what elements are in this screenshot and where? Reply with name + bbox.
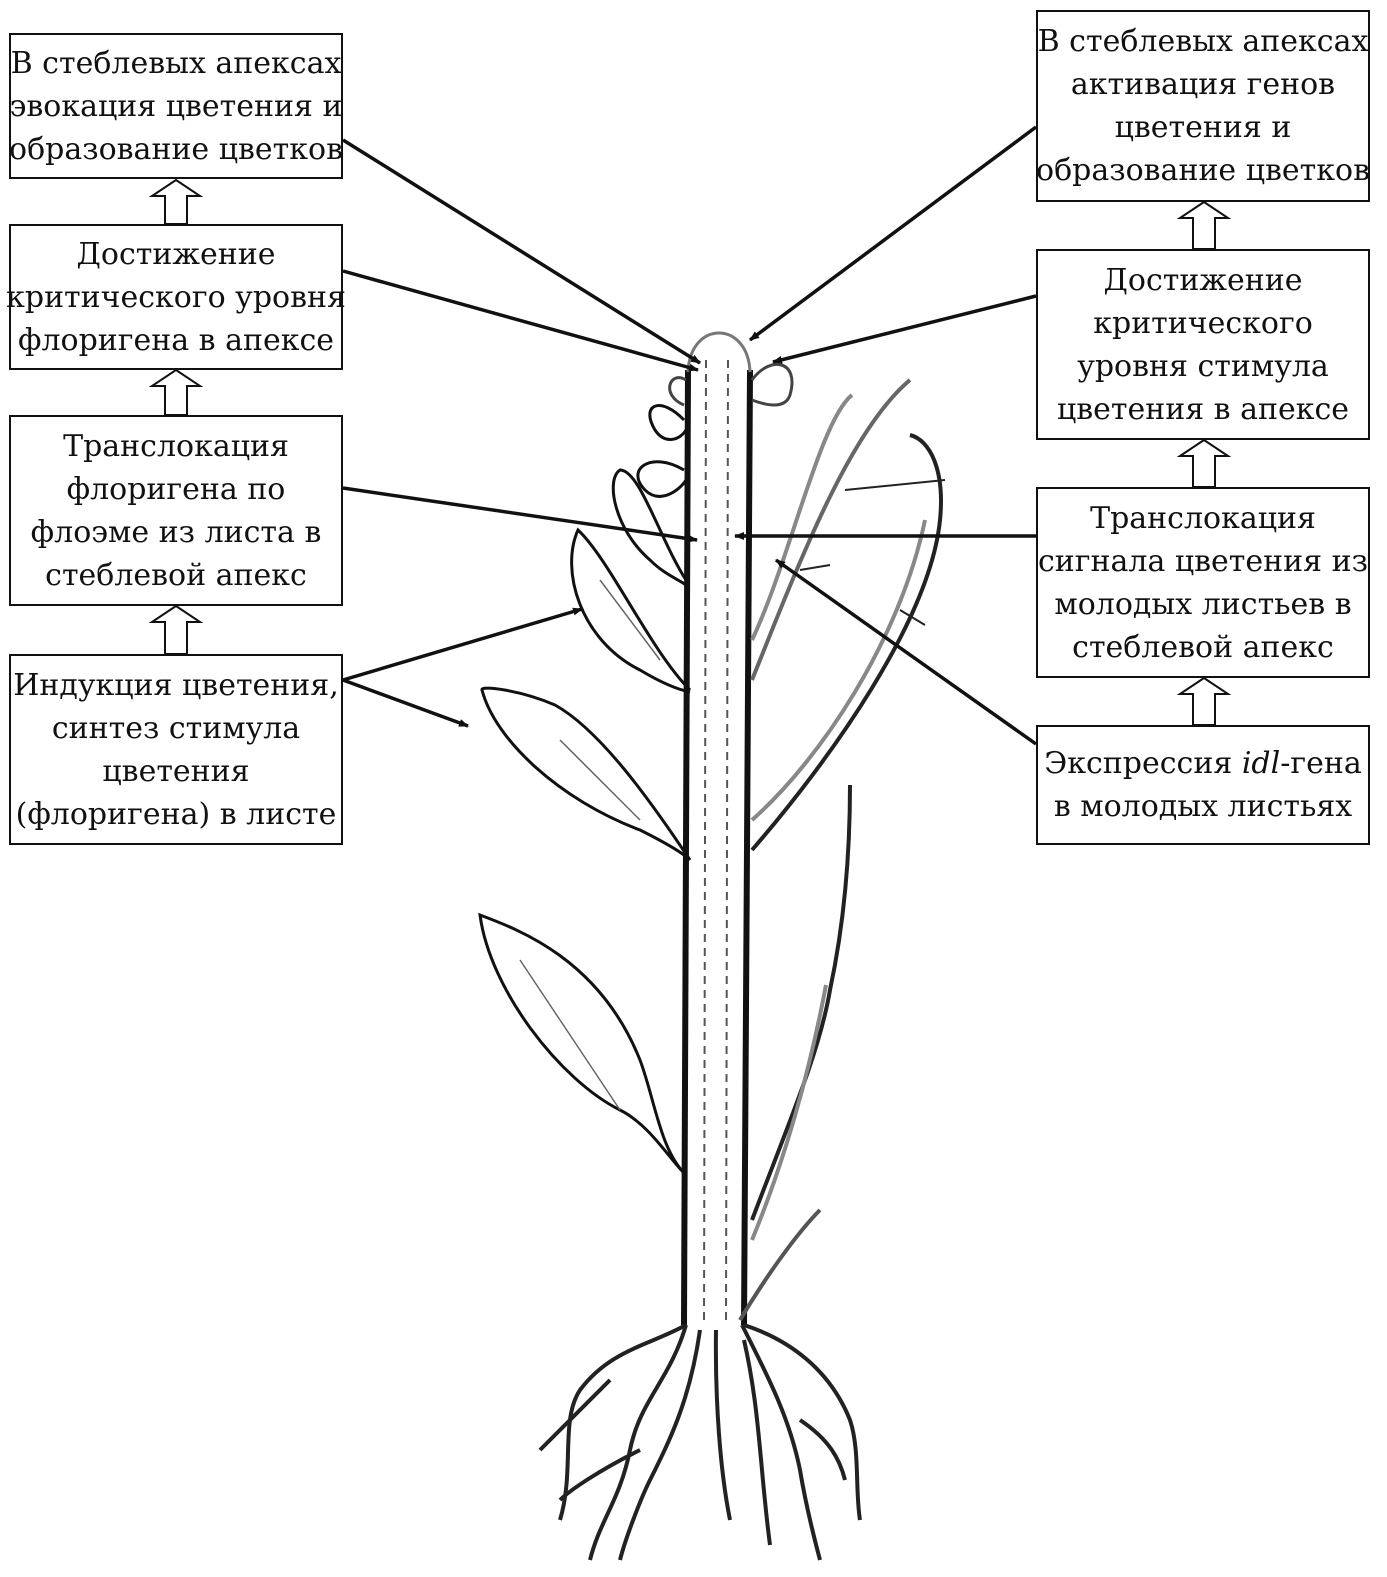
text-line: В стеблевых апексах (1038, 20, 1369, 63)
left-leaves (480, 406, 690, 1175)
right-box-gene-activation: В стеблевых апексах активация генов цвет… (1036, 10, 1370, 202)
text-line: цветения в апексе (1057, 388, 1349, 431)
right-leaves (740, 380, 945, 1320)
text-line: эвокация цветения и (10, 85, 343, 128)
text-line: стеблевой апекс (45, 554, 307, 597)
text-line: Транслокация (1090, 497, 1316, 540)
text-line: Достижение (77, 233, 276, 276)
text-line: флоригена в апексе (18, 319, 334, 362)
text-fragment: Экспрессия (1044, 746, 1242, 781)
text-line: Достижение (1104, 259, 1303, 302)
left-box-critical-level: Достижение критического уровня флоригена… (9, 224, 343, 370)
right-box-idl-expression: Экспрессия idl-гена в молодых листьях (1036, 725, 1370, 845)
text-line: синтез стимула (52, 707, 300, 750)
text-line: Индукция цветения, (13, 664, 339, 707)
text-line: молодых листьев в (1054, 583, 1351, 626)
text-line: цветения (102, 750, 249, 793)
gene-name: idl (1242, 746, 1280, 781)
text-line: Транслокация (63, 425, 289, 468)
text-line: сигнала цветения из (1038, 540, 1368, 583)
text-line: В стеблевых апексах (11, 42, 342, 85)
text-line: активация генов (1071, 63, 1335, 106)
text-line: стеблевой апекс (1072, 626, 1334, 669)
text-line: флоригена по (67, 468, 286, 511)
left-box-translocation: Транслокация флоригена по флоэме из лист… (9, 415, 343, 606)
text-line: Экспрессия idl-гена (1044, 742, 1361, 785)
right-box-critical-level: Достижение критического уровня стимула ц… (1036, 249, 1370, 440)
text-line: (флоригена) в листе (16, 793, 337, 836)
left-box-evocation: В стеблевых апексах эвокация цветения и … (9, 33, 343, 179)
text-line: уровня стимула (1077, 345, 1329, 388)
text-line: образование цветков (1036, 149, 1370, 192)
text-line: цветения и (1115, 106, 1292, 149)
text-line: флоэме из листа в (31, 511, 322, 554)
text-line: в молодых листьях (1054, 785, 1352, 828)
left-box-induction: Индукция цветения, синтез стимула цветен… (9, 654, 343, 845)
right-box-signal-translocation: Транслокация сигнала цветения из молодых… (1036, 487, 1370, 678)
text-line: критического (1093, 302, 1313, 345)
stem (684, 333, 750, 1325)
roots (540, 1325, 860, 1560)
text-line: образование цветков (9, 128, 343, 171)
text-fragment: -гена (1280, 746, 1362, 781)
text-line: критического уровня (6, 276, 346, 319)
